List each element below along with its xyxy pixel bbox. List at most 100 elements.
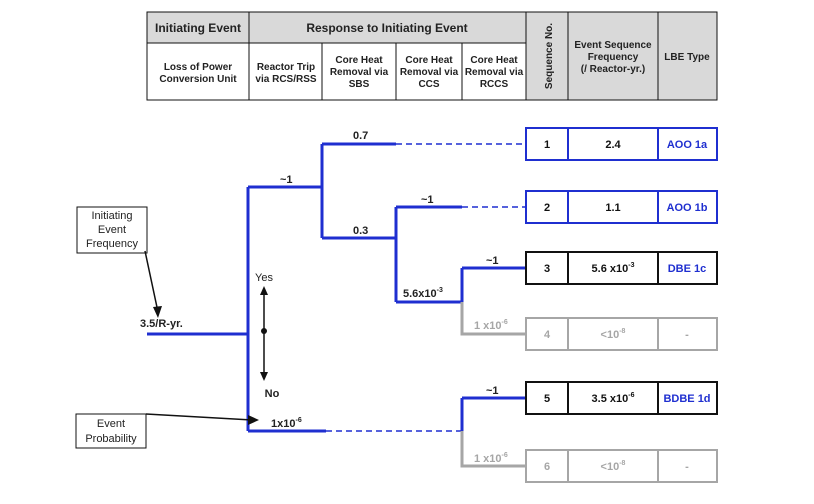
ccs-success-prob: ~1 — [421, 194, 434, 206]
header-sbs-line1: Core Heat — [335, 55, 383, 66]
header-rccs-line3: RCCS — [480, 79, 509, 90]
header-ccs-line1: Core Heat — [405, 55, 453, 66]
callouts: Initiating Event Frequency Event Probabi… — [75, 206, 259, 449]
header-frequency-line3: (/ Reactor-yr.) — [581, 64, 645, 75]
header-response: Response to Initiating Event — [306, 21, 467, 35]
header-ie-cell — [146, 11, 250, 44]
initiating-frequency-line2: Event — [98, 224, 126, 236]
header-sbs-line2: Removal via — [330, 67, 389, 78]
event-tree-branches — [147, 142, 526, 433]
sequence-no-cell — [525, 317, 569, 351]
header-rccs-line2: Removal via — [465, 67, 524, 78]
header-ie-name-line1: Loss of Power — [164, 62, 232, 73]
sequence-lbe-cell — [657, 449, 718, 483]
sequence-row: 6 <10-8 - — [525, 449, 718, 483]
header-sbs-line3: SBS — [349, 79, 370, 90]
trip-fail-prob: 1x10-6 — [271, 417, 302, 430]
event-probability-line1: Event — [97, 418, 125, 430]
yes-label: Yes — [255, 272, 273, 284]
sbs-success-prob: 0.7 — [353, 130, 368, 142]
header-rccs-line1: Core Heat — [470, 55, 518, 66]
pointer-arrow-icon — [248, 415, 259, 425]
sequence-no: 6 — [544, 461, 550, 473]
sequence-frequency-cell — [567, 381, 659, 415]
trip-success-prob: ~1 — [280, 174, 293, 186]
tree-rccs-fail-a-line — [460, 302, 526, 336]
sequence-lbe-type: - — [685, 329, 689, 341]
sequence-lbe-type: DBE 1c — [668, 263, 707, 275]
sequence-lbe-cell — [657, 381, 718, 415]
no-label: No — [265, 388, 280, 400]
sequence-no: 3 — [544, 263, 550, 275]
no-arrow-icon — [260, 372, 268, 381]
header-response-cell — [248, 11, 527, 44]
rccs-success-a-prob: ~1 — [486, 255, 499, 267]
header-ccs-line3: CCS — [418, 79, 439, 90]
sequence-frequency-cell — [567, 317, 659, 351]
header-table: Initiating Event Response to Initiating … — [146, 11, 718, 101]
header-reactor-trip-line1: Reactor Trip — [257, 62, 315, 73]
header-sequence-no: Sequence No. — [544, 23, 555, 89]
sequence-frequency: 3.5 x10-6 — [592, 392, 635, 405]
sequence-frequency: <10-8 — [601, 328, 626, 341]
initiating-frequency-pointer — [144, 250, 159, 313]
dashed-connectors — [326, 143, 526, 432]
initiating-frequency-line3: Frequency — [86, 238, 138, 250]
header-frequency-line2: Frequency — [588, 52, 639, 63]
sbs-fail-prob: 0.3 — [353, 225, 368, 237]
yes-no-pivot-icon — [261, 328, 267, 334]
ie-frequency-label: 3.5/R-yr. — [140, 318, 183, 330]
header-initiating-event: Initiating Event — [155, 21, 241, 35]
event-probability-line2: Probability — [85, 433, 137, 445]
header-ccs-line2: Removal via — [400, 67, 459, 78]
sequence-lbe-type: - — [685, 461, 689, 473]
header-ie-name-line2: Conversion Unit — [159, 74, 237, 85]
sequence-no: 4 — [544, 329, 551, 341]
sequence-frequency: 2.4 — [605, 139, 621, 151]
header-frequency-line1: Event Sequence — [574, 40, 652, 51]
sequence-row: 5 3.5 x10-6 BDBE 1d — [525, 381, 718, 415]
sequence-row: 1 2.4 AOO 1a — [525, 127, 718, 161]
header-lbe-type: LBE Type — [664, 52, 710, 63]
branch-labels: 3.5/R-yr. ~1 1x10-6 0.7 0.3 ~1 5.6x10-3 … — [140, 130, 508, 465]
sequence-lbe-cell — [657, 317, 718, 351]
sequence-lbe-cell — [657, 127, 718, 161]
sequence-lbe-type: BDBE 1d — [663, 393, 710, 405]
sequence-lbe-type: AOO 1b — [667, 202, 708, 214]
event-probability-callout — [75, 413, 147, 449]
rccs-success-b-prob: ~1 — [486, 385, 499, 397]
rccs-fail-b-prob: 1 x10-6 — [474, 452, 508, 465]
sequence-no-cell — [525, 190, 569, 224]
tree-rccs-fail-b-line — [460, 431, 526, 468]
header-lbe-cell — [657, 11, 718, 101]
sequence-no: 1 — [544, 139, 550, 151]
sequence-lbe-type: AOO 1a — [667, 139, 708, 151]
yes-arrow-icon — [260, 286, 268, 295]
gray-branches — [460, 302, 526, 468]
initiating-frequency-line1: Initiating — [92, 210, 133, 222]
sequence-lbe-cell — [657, 251, 718, 285]
sequence-frequency: 1.1 — [605, 202, 620, 214]
pointer-arrow-icon — [153, 306, 162, 318]
sequence-row: 3 5.6 x10-3 DBE 1c — [525, 251, 718, 285]
sequence-frequency: 5.6 x10-3 — [592, 262, 635, 275]
ccs-fail-prob: 5.6x10-3 — [403, 287, 443, 300]
rccs-fail-a-prob: 1 x10-6 — [474, 319, 508, 332]
sequence-row: 4 <10-8 - — [525, 317, 718, 351]
event-probability-pointer — [145, 413, 253, 421]
header-reactor-trip-line2: via RCS/RSS — [255, 74, 316, 85]
sequence-no-cell — [525, 381, 569, 415]
sequence-lbe-cell — [657, 190, 718, 224]
sequence-frequency: <10-8 — [601, 460, 626, 473]
header-frequency-cell — [567, 11, 659, 101]
sequence-no-cell — [525, 251, 569, 285]
initiating-frequency-callout — [76, 206, 148, 254]
yes-no-indicator: Yes No — [255, 272, 280, 400]
sequence-no: 5 — [544, 393, 550, 405]
sequence-frequency-cell — [567, 251, 659, 285]
sequence-no-cell — [525, 127, 569, 161]
